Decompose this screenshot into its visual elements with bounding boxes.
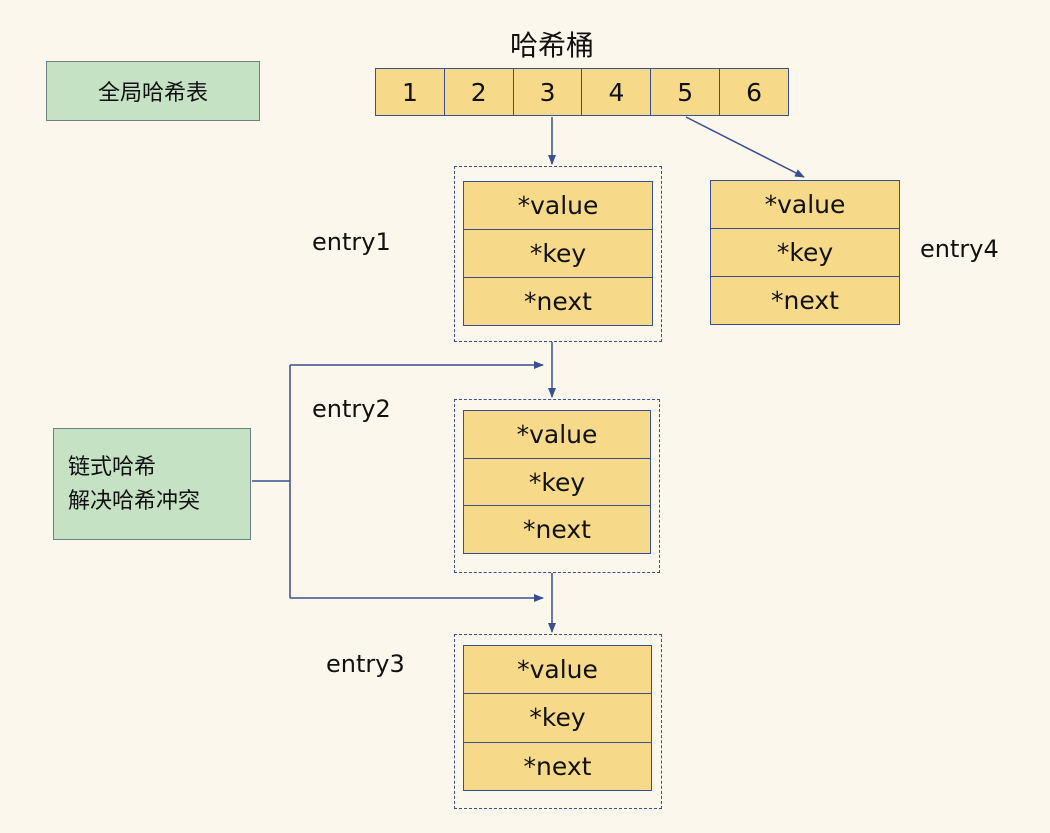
bucket-cell: 4	[582, 69, 652, 115]
bucket-cell: 6	[746, 77, 762, 107]
entry-field-key: *key	[464, 230, 652, 278]
entry-field-value: *value	[464, 646, 651, 695]
entry-field-key: *key	[711, 229, 899, 277]
entry-field-next: *next	[523, 515, 591, 545]
hash-bucket-title: 哈希桶	[510, 29, 595, 62]
global-hash-table-label: 全局哈希表	[97, 81, 208, 106]
entry-field-next: *next	[771, 286, 839, 315]
entry3-label: entry3	[326, 650, 405, 678]
entry-field-next: *next	[524, 287, 592, 316]
entry-field-value: *value	[464, 182, 652, 230]
entry2-label: entry2	[312, 395, 391, 423]
bucket-cell: 1	[376, 69, 445, 115]
entry3-dashed-frame	[454, 634, 662, 809]
entry2-dashed-frame	[454, 399, 660, 573]
entry1-box: *value *key *next	[463, 181, 653, 326]
global-hash-table-box: 全局哈希表	[46, 61, 260, 121]
chain-hashing-note-box: 链式哈希 解决哈希冲突	[53, 428, 251, 540]
entry-field-key: *key	[464, 694, 651, 743]
note-bracket-line	[252, 365, 291, 598]
entry4-box: *value *key *next	[710, 180, 900, 325]
entry-field-key: *key	[464, 459, 650, 507]
arrow-bucket5-to-entry4	[685, 116, 805, 178]
entry4-label: entry4	[920, 235, 999, 263]
entry-field-next: *next	[523, 751, 592, 781]
bucket-cell: 5	[651, 69, 721, 115]
chain-hashing-note-line2: 解决哈希冲突	[68, 489, 201, 514]
entry1-dashed-frame	[454, 166, 662, 342]
chain-hashing-note-line1: 链式哈希	[68, 455, 157, 480]
entry-field-value: *value	[711, 181, 899, 229]
bucket-cell: 2	[445, 69, 514, 115]
bucket-array: 1 2 3 4 5 6	[375, 68, 789, 116]
entry2-box: *value *key *next	[463, 410, 651, 554]
entry-field-value: *value	[464, 411, 650, 459]
entry1-label: entry1	[312, 228, 391, 256]
bucket-cell: 3	[514, 69, 583, 115]
entry3-box: *value *key *next	[463, 645, 652, 791]
